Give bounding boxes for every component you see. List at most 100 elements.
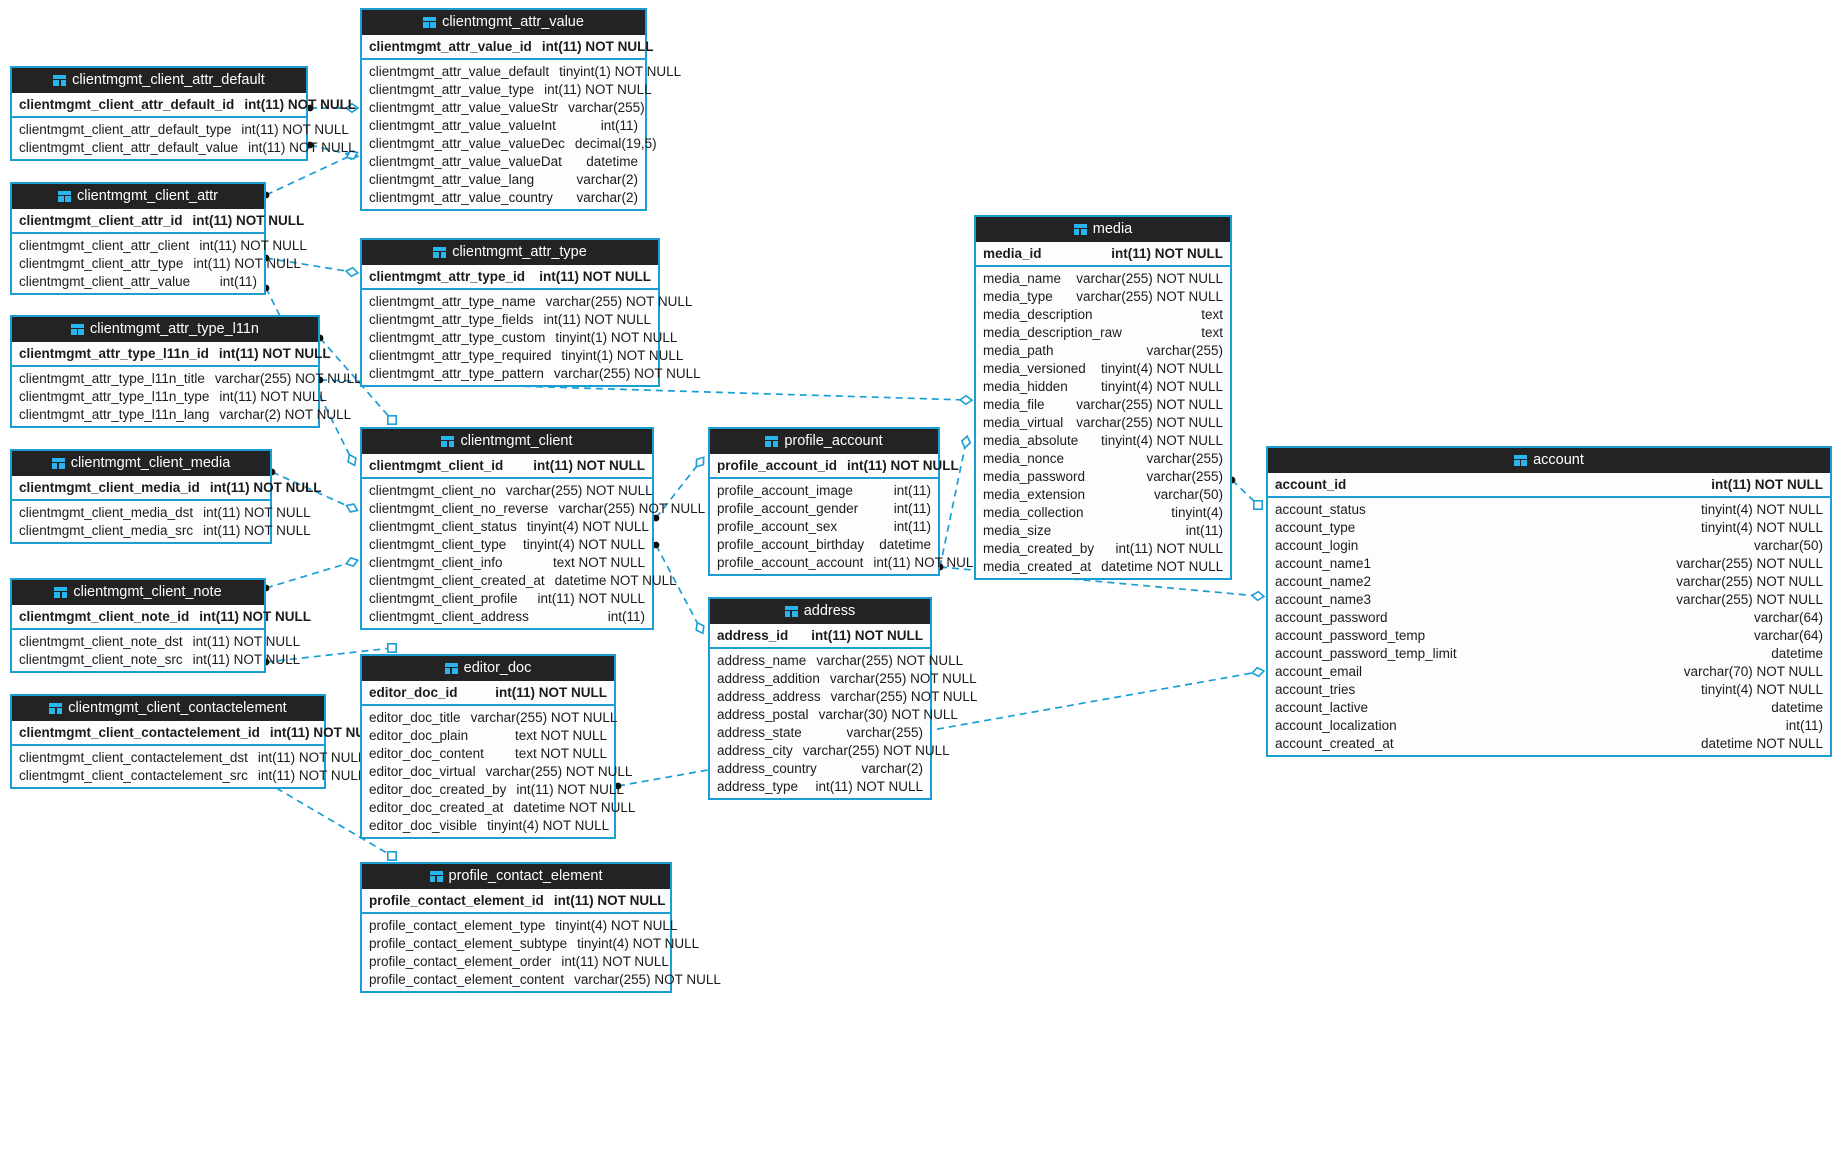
entity-table-clientmgmt_attr_type[interactable]: clientmgmt_attr_type clientmgmt_attr_type… <box>360 238 701 387</box>
column-type: varchar(255) NOT NULL <box>1676 591 1823 607</box>
column-type: int(11) NOT NULL <box>269 725 382 740</box>
relationship-endpoint-diamond <box>345 503 359 513</box>
entity-table-clientmgmt_client_note[interactable]: clientmgmt_client_note clientmgmt_client_… <box>10 578 311 673</box>
entity-title: clientmgmt_client <box>460 433 573 449</box>
column-name: media_created_at <box>983 558 1092 574</box>
column-name: editor_doc_visible <box>369 817 478 833</box>
column-name: clientmgmt_client_attr_id <box>19 213 183 228</box>
column-name: clientmgmt_client_type <box>369 536 507 552</box>
entity-header: editor_doc <box>362 656 614 681</box>
column-type: varchar(2) <box>576 171 638 187</box>
column-name: media_versioned <box>983 360 1086 376</box>
column-name: editor_doc_id <box>369 685 458 700</box>
column-type: varchar(255) NOT NULL <box>802 742 950 758</box>
column-name: media_collection <box>983 504 1084 520</box>
table-icon <box>433 246 447 258</box>
column-name: account_name3 <box>1275 591 1372 607</box>
relationship-endpoint-square <box>386 642 397 653</box>
column-type: int(11) NOT NULL <box>537 590 645 606</box>
table-icon <box>429 870 443 882</box>
relationship-endpoint-diamond <box>960 434 972 450</box>
column-name: clientmgmt_attr_type_name <box>369 293 536 309</box>
entity-table-clientmgmt_client_attr[interactable]: clientmgmt_client_attr clientmgmt_client_… <box>10 182 307 295</box>
column-name: media_id <box>983 246 1042 261</box>
column-type: int(11) <box>607 608 645 624</box>
relationship-media-to-account <box>1228 476 1264 510</box>
relationship-profile_account-to-media <box>936 434 972 571</box>
column-type: int(11) NOT NULL <box>203 504 311 520</box>
column-name: profile_contact_element_type <box>369 917 546 933</box>
entity-title: clientmgmt_attr_value <box>442 14 584 30</box>
column-type: int(11) NOT NULL <box>561 953 669 969</box>
entity-header: clientmgmt_client_note <box>12 580 264 605</box>
column-type: int(11) NOT NULL <box>248 139 356 155</box>
column-type: int(11) NOT NULL <box>218 346 331 361</box>
entity-table-clientmgmt_attr_value[interactable]: clientmgmt_attr_value clientmgmt_attr_val… <box>360 8 681 211</box>
column-type: datetime NOT NULL <box>1700 735 1823 751</box>
table-icon <box>441 435 455 447</box>
entity-title: profile_account <box>784 433 883 449</box>
column-name: clientmgmt_client_contactelement_src <box>19 767 248 783</box>
column-type: varchar(255) NOT NULL <box>1676 573 1823 589</box>
column-type: varchar(50) <box>1153 486 1223 502</box>
column-type: int(11) NOT NULL <box>192 213 305 228</box>
column-type: tinyint(4) NOT NULL <box>526 518 649 534</box>
column-name: clientmgmt_attr_value_valueStr <box>369 99 559 115</box>
column-row: clientmgmt_client_note_dst int(11) NOT NU… <box>12 632 300 650</box>
column-type: int(11) <box>893 518 931 534</box>
column-name: profile_account_account <box>717 554 864 570</box>
column-type: int(11) NOT NULL <box>543 311 651 327</box>
column-name: account_name2 <box>1275 573 1372 589</box>
column-type: varchar(70) NOT NULL <box>1683 663 1823 679</box>
entity-title: address <box>803 603 856 619</box>
column-type: text NOT NULL <box>514 745 607 761</box>
table-icon <box>423 16 437 28</box>
relationship-endpoint-diamond <box>958 394 974 406</box>
column-name: clientmgmt_client_note_dst <box>19 633 183 649</box>
column-type: int(11) NOT NULL <box>192 633 301 649</box>
column-name: media_nonce <box>983 450 1065 466</box>
table-icon <box>51 457 65 469</box>
entity-header: clientmgmt_client_attr <box>12 184 264 209</box>
entity-title: clientmgmt_attr_type <box>452 244 587 260</box>
column-name: clientmgmt_client_created_at <box>369 572 545 588</box>
column-name: media_type <box>983 288 1053 304</box>
column-type: varchar(255) NOT NULL <box>830 688 978 704</box>
column-name: clientmgmt_client_media_dst <box>19 504 194 520</box>
